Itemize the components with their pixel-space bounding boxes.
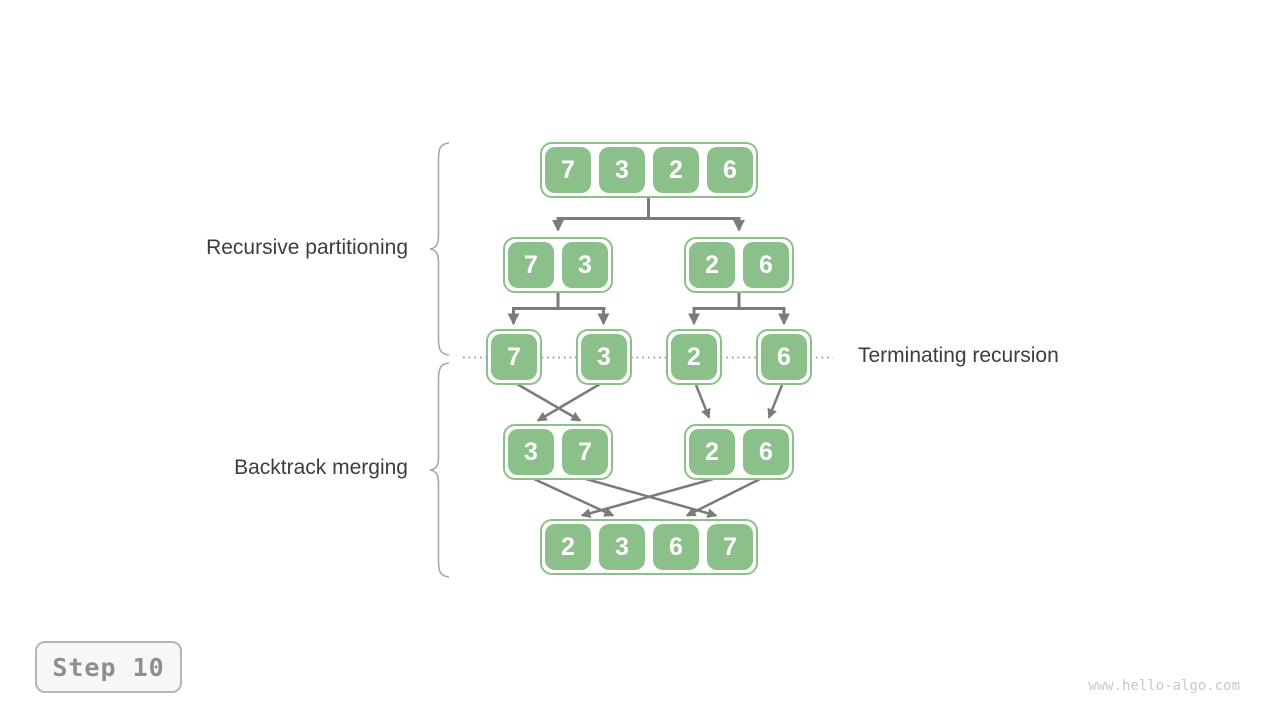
split-connectors xyxy=(507,197,790,326)
merge-arrows xyxy=(516,382,784,519)
terminating-recursion-label: Terminating recursion xyxy=(858,344,1059,367)
merge-arrow xyxy=(536,382,601,422)
brace-recursive-partitioning xyxy=(429,142,450,356)
watermark: www.hello-algo.com xyxy=(1088,678,1240,694)
merge-arrow xyxy=(580,477,714,519)
backtrack-merging-label: Backtrack merging xyxy=(234,456,408,479)
step-badge: Step 10 xyxy=(35,641,182,693)
brace-backtrack-merging xyxy=(429,362,450,578)
merge-arrow xyxy=(767,384,784,419)
merge-arrow xyxy=(516,382,582,422)
merge-arrow xyxy=(694,384,711,419)
recursive-partitioning-label: Recursive partitioning xyxy=(206,236,408,259)
merge-arrow xyxy=(685,477,761,517)
